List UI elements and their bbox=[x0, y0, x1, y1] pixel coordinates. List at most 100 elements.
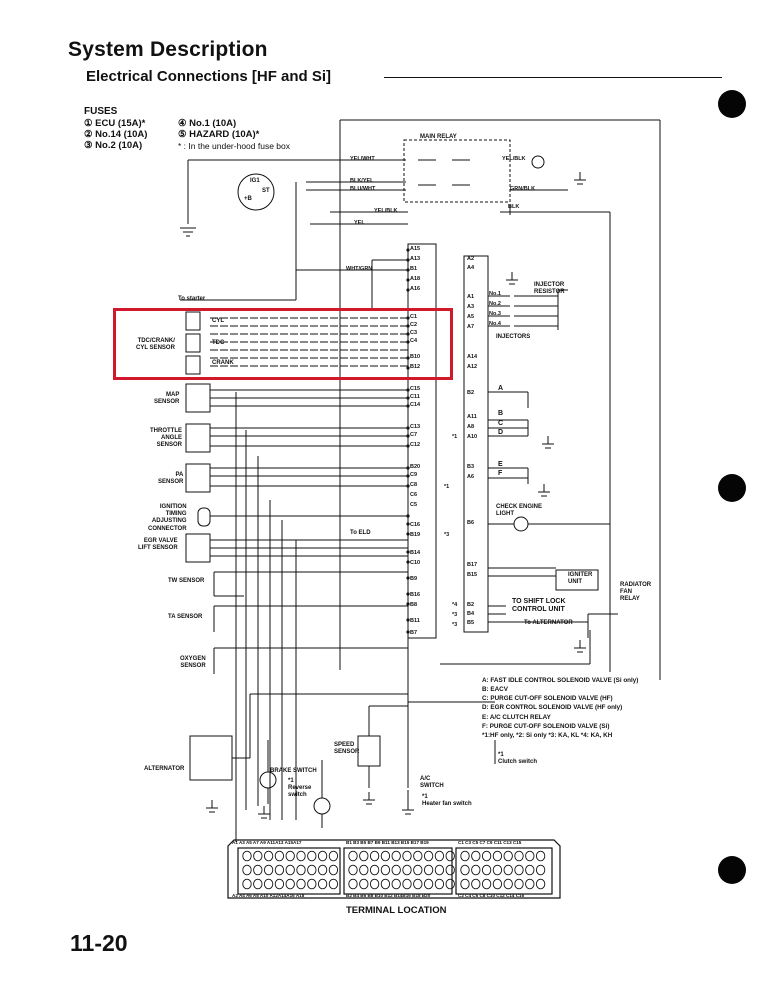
terminal-pin bbox=[348, 878, 358, 890]
legend-item: A: FAST IDLE CONTROL SOLENOID VALVE (Si … bbox=[482, 677, 639, 684]
terminal-pin bbox=[274, 850, 285, 862]
terminal-pin bbox=[423, 878, 434, 890]
legend-footnote: *1:HF only, *2: Si only *3: KA, KL *4: K… bbox=[482, 731, 613, 739]
ecu-right-connector bbox=[463, 255, 489, 633]
ignition-connector-label: IGNITION TIMING ADJUSTING CONNECTOR bbox=[148, 504, 187, 532]
solenoid-letter: F bbox=[498, 470, 503, 477]
binder-hole bbox=[718, 856, 746, 884]
main-relay-label: MAIN RELAY bbox=[420, 134, 457, 140]
terminal-pin bbox=[317, 878, 328, 890]
terminal-pin bbox=[285, 850, 295, 862]
terminal-label-b-bottom: B2 B4 B6 B8 B10 B12 B14B16 B18 B20 bbox=[346, 893, 431, 898]
terminal-pin bbox=[285, 878, 295, 890]
binder-hole bbox=[718, 90, 746, 118]
terminal-pin bbox=[492, 850, 503, 862]
terminal-label-c-top: C1 C3 C5 C7 C9 C11 C13 C15 bbox=[458, 840, 522, 845]
ecu-pin: B19 bbox=[410, 532, 421, 538]
terminal-pin bbox=[328, 864, 339, 876]
footnote-star: *1 bbox=[444, 484, 450, 490]
terminal-pin bbox=[413, 878, 423, 890]
ecu-pin: C1 bbox=[410, 314, 418, 320]
terminal-pin bbox=[535, 850, 546, 862]
terminal-pin bbox=[434, 864, 445, 876]
binder-hole bbox=[718, 474, 746, 502]
footnote-star: *4 bbox=[452, 602, 458, 608]
ecu-left-connector bbox=[407, 243, 437, 639]
ecu-pin: C10 bbox=[410, 560, 421, 566]
footnote-star: *3 bbox=[452, 612, 458, 618]
terminal-pin bbox=[402, 850, 412, 862]
ecu-pin: A3 bbox=[467, 304, 475, 310]
tdc-sensor-label: TDC/CRANK/ CYL SENSOR bbox=[136, 338, 175, 352]
ecu-pin: C12 bbox=[410, 442, 421, 448]
injectors-label: INJECTORS bbox=[496, 334, 531, 340]
terminal-pin bbox=[242, 878, 252, 890]
terminal-pin bbox=[307, 864, 317, 876]
solenoid-letter: A bbox=[498, 385, 504, 392]
to-starter-label: To starter bbox=[178, 296, 206, 302]
ecu-pin: A18 bbox=[410, 276, 421, 282]
terminal-pin bbox=[492, 878, 503, 890]
ecu-pin: A7 bbox=[467, 324, 475, 330]
terminal-pin bbox=[391, 850, 401, 862]
legend-item: C: PURGE CUT-OFF SOLENOID VALVE (HF) bbox=[482, 695, 613, 703]
ecu-pin: A11 bbox=[467, 414, 477, 420]
ecu-pin: A13 bbox=[410, 256, 421, 262]
terminal-pin bbox=[391, 878, 401, 890]
terminal-pin bbox=[296, 864, 306, 876]
terminal-pin bbox=[471, 878, 481, 890]
ecu-pin: A4 bbox=[467, 265, 475, 271]
to-eld-label: To ELD bbox=[350, 530, 371, 536]
ecu-pin: B11 bbox=[410, 618, 420, 624]
ecu-pin: A16 bbox=[410, 286, 421, 292]
ig1-label: IG1 bbox=[250, 178, 260, 184]
highlight-box-tdc-sensor bbox=[113, 308, 453, 380]
terminal-pin bbox=[514, 878, 524, 890]
terminal-pin bbox=[535, 864, 546, 876]
terminal-pin bbox=[402, 864, 412, 876]
ecu-pin: B3 bbox=[467, 464, 475, 470]
terminal-pin bbox=[380, 850, 391, 862]
terminal-pin bbox=[369, 864, 380, 876]
ecu-pin: A8 bbox=[467, 424, 475, 430]
terminal-pin bbox=[253, 878, 263, 890]
ac-switch-label: A/C SWITCH bbox=[420, 776, 444, 790]
solenoid-letter: D bbox=[498, 429, 504, 436]
fuse-item: ③ No.2 (10A) bbox=[84, 140, 143, 151]
solenoid-legend: A: FAST IDLE CONTROL SOLENOID VALVE (Si … bbox=[482, 676, 638, 740]
crank-label: CRANK bbox=[212, 360, 234, 366]
solenoid-letter: B bbox=[498, 410, 504, 417]
ecu-pin: B6 bbox=[467, 520, 475, 526]
igniter-label: IGNITER UNIT bbox=[568, 572, 593, 586]
wire-label: GRN/BLK bbox=[510, 186, 536, 192]
terminal-pin bbox=[263, 878, 274, 890]
terminal-pin bbox=[242, 864, 252, 876]
terminal-pin bbox=[481, 878, 492, 890]
fuses-heading: FUSES bbox=[84, 106, 118, 117]
ecu-pin: C9 bbox=[410, 472, 418, 478]
ecu-pin: B20 bbox=[410, 464, 421, 470]
ecu-pin: A6 bbox=[467, 474, 475, 480]
terminal-pin bbox=[535, 878, 546, 890]
oxygen-sensor-label: OXYGEN SENSOR bbox=[180, 656, 206, 670]
b-label: +B bbox=[244, 196, 252, 202]
cyl-label: CYL bbox=[212, 318, 224, 324]
terminal-pin bbox=[481, 864, 492, 876]
ecu-pin: B5 bbox=[467, 620, 475, 626]
ecu-pin: B2 bbox=[467, 602, 475, 608]
page-subtitle: Electrical Connections [HF and Si] bbox=[86, 68, 332, 85]
ecu-pin: B1 bbox=[410, 266, 418, 272]
ta-sensor-label: TA SENSOR bbox=[168, 614, 203, 620]
terminal-pin bbox=[525, 864, 535, 876]
terminal-pin bbox=[369, 878, 380, 890]
terminal-pin bbox=[492, 864, 503, 876]
terminal-pin bbox=[359, 878, 369, 890]
ecu-pin: B8 bbox=[410, 602, 418, 608]
ecu-pin: C11 bbox=[410, 394, 420, 400]
terminal-pin bbox=[445, 878, 455, 890]
st-label: ST bbox=[262, 188, 270, 194]
terminal-pin bbox=[514, 850, 524, 862]
ecu-pin: B12 bbox=[410, 364, 421, 370]
terminal-pin bbox=[471, 864, 481, 876]
terminal-pin bbox=[423, 850, 434, 862]
